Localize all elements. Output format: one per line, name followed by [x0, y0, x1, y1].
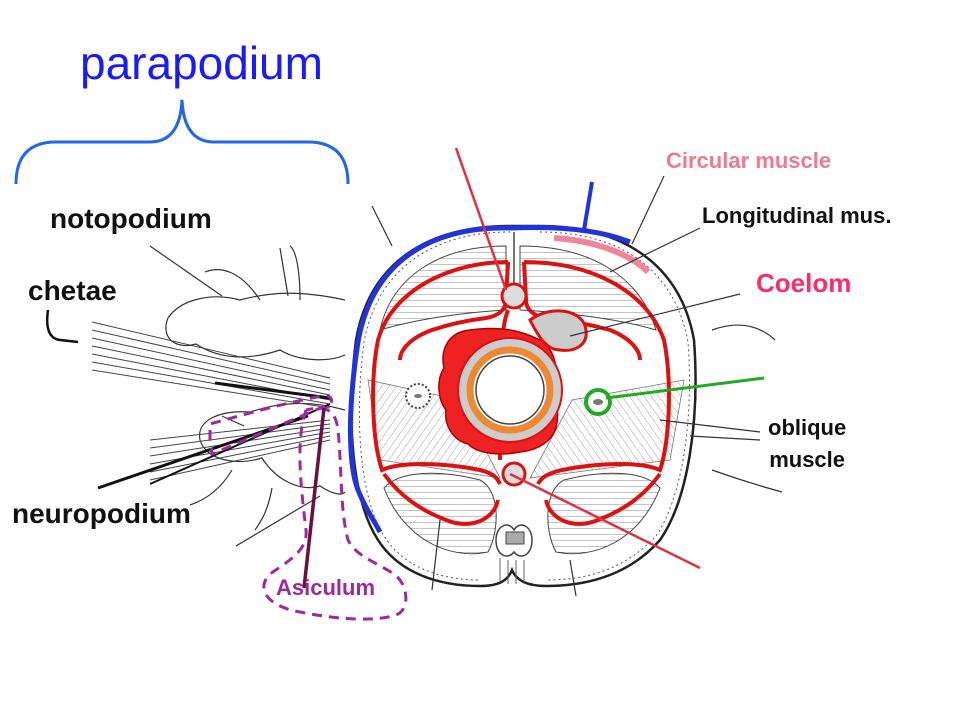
label-longitudinal-muscle: Longitudinal mus. [702, 203, 892, 228]
asiculum-outline-upper [208, 394, 334, 457]
oblique-muscle-right [529, 379, 685, 479]
coelom-pointer-ventral [509, 472, 701, 570]
gut-lumen [475, 355, 545, 425]
typhlosole [528, 309, 588, 352]
circular-muscle-highlight [553, 235, 651, 275]
diagram-title: parapodium [80, 37, 323, 89]
ventral-longitudinal-muscle-left [383, 472, 497, 555]
coelom-pointer-dorsal [454, 147, 508, 291]
label-coelom: Coelom [756, 268, 852, 298]
parapodium-brace [14, 99, 350, 185]
cuticle-texture [358, 231, 690, 581]
pointer-lines [149, 175, 761, 597]
label-neuropodium: neuropodium [12, 498, 191, 529]
ventral-blood-vessel [501, 461, 527, 487]
label-oblique-line1: oblique [768, 415, 847, 440]
label-asiculum: Asiculum [276, 575, 376, 600]
chetae-brace [46, 309, 79, 344]
label-circular-muscle: Circular muscle [666, 148, 832, 173]
chetae-bristles [91, 321, 331, 481]
aciculum-rod-ventral [149, 403, 331, 485]
label-oblique-line2: muscle [769, 447, 846, 472]
asiculum-pointer [302, 407, 326, 589]
asiculum-outline-lower [262, 406, 408, 621]
aciculum-rod-dorsal [214, 381, 331, 400]
circular-muscle-marker [582, 181, 594, 231]
circular-muscle-layer-left [347, 225, 513, 534]
label-notopodium: notopodium [50, 203, 212, 234]
right-parapodium-outline [711, 324, 783, 493]
ventral-longitudinal-muscle-right [547, 472, 661, 555]
circular-muscle-layer-top [511, 225, 631, 245]
ventral-nerve-cord [495, 524, 533, 584]
nephridium-left [405, 383, 431, 409]
label-oblique-muscle: oblique muscle [768, 412, 846, 476]
oblique-pointer [605, 376, 765, 400]
label-chetae: chetae [28, 275, 117, 306]
nephridium-right [584, 388, 612, 416]
